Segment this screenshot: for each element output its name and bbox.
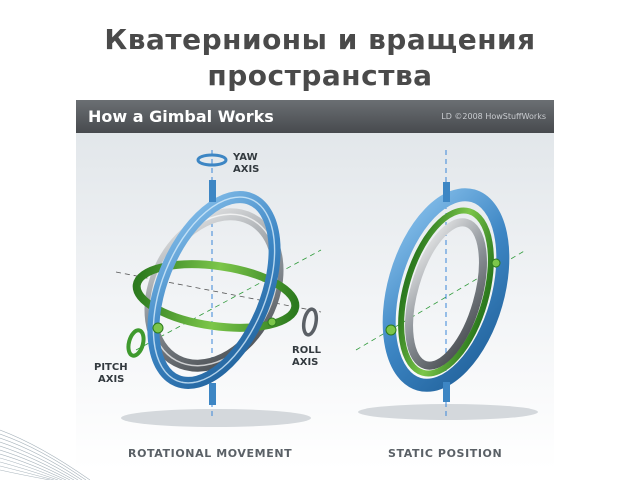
blue-ring xyxy=(147,191,281,389)
pitch-axis-line xyxy=(135,249,322,351)
left-shadow xyxy=(121,409,311,427)
yaw-label-line-2: AXIS xyxy=(233,164,260,175)
roll-axis-line xyxy=(115,271,322,313)
right-shadow xyxy=(358,404,538,420)
caption-static-position: STATIC POSITION xyxy=(388,447,503,460)
roll-label-line-1: ROLL xyxy=(292,345,321,356)
roll-rotation-icon xyxy=(301,307,319,337)
yaw-label-line-1: YAW xyxy=(233,152,258,163)
figure-header: How a Gimbal Works LD ©2008 HowStuffWork… xyxy=(76,100,554,133)
yaw-rotation-icon xyxy=(196,153,228,167)
green-ring xyxy=(132,260,300,332)
roll-label-line-2: AXIS xyxy=(292,357,319,368)
figure-copyright: LD ©2008 HowStuffWorks xyxy=(441,112,546,121)
static-silver-ring xyxy=(405,218,487,370)
slide-title-line-1: Кватернионы и вращения xyxy=(104,23,536,56)
blue-ring-highlight xyxy=(152,196,276,384)
static-blue-ring xyxy=(382,188,510,392)
static-gimbal xyxy=(355,150,538,420)
gimbal-illustration xyxy=(115,150,538,427)
pitch-label-line-2: AXIS xyxy=(98,374,125,385)
pitch-axis-label: PITCH AXIS xyxy=(94,362,128,386)
bottom-pivot xyxy=(209,383,216,405)
gimbal-figure: How a Gimbal Works LD ©2008 HowStuffWork… xyxy=(76,100,554,470)
static-right-knob xyxy=(491,258,501,268)
static-left-knob xyxy=(385,324,397,336)
slide-title: Кватернионы и вращения пространства xyxy=(0,22,640,94)
slide-title-line-2: пространства xyxy=(207,59,433,92)
caption-rotational-movement: ROTATIONAL MOVEMENT xyxy=(128,447,293,460)
roll-axis-label: ROLL AXIS xyxy=(292,345,321,369)
static-bottom-pivot xyxy=(443,382,450,402)
pitch-pivot-knob xyxy=(152,322,164,334)
static-top-pivot xyxy=(443,182,450,202)
rotating-gimbal xyxy=(115,150,322,427)
static-green-ring xyxy=(398,207,494,377)
pitch-rotation-icon xyxy=(126,328,146,358)
corner-decoration xyxy=(0,429,90,480)
roll-pivot-knob xyxy=(267,317,277,327)
top-pivot xyxy=(209,180,216,202)
pitch-label-line-1: PITCH xyxy=(94,362,128,373)
figure-title: How a Gimbal Works xyxy=(88,107,274,126)
yaw-axis-label: YAW AXIS xyxy=(233,152,259,176)
